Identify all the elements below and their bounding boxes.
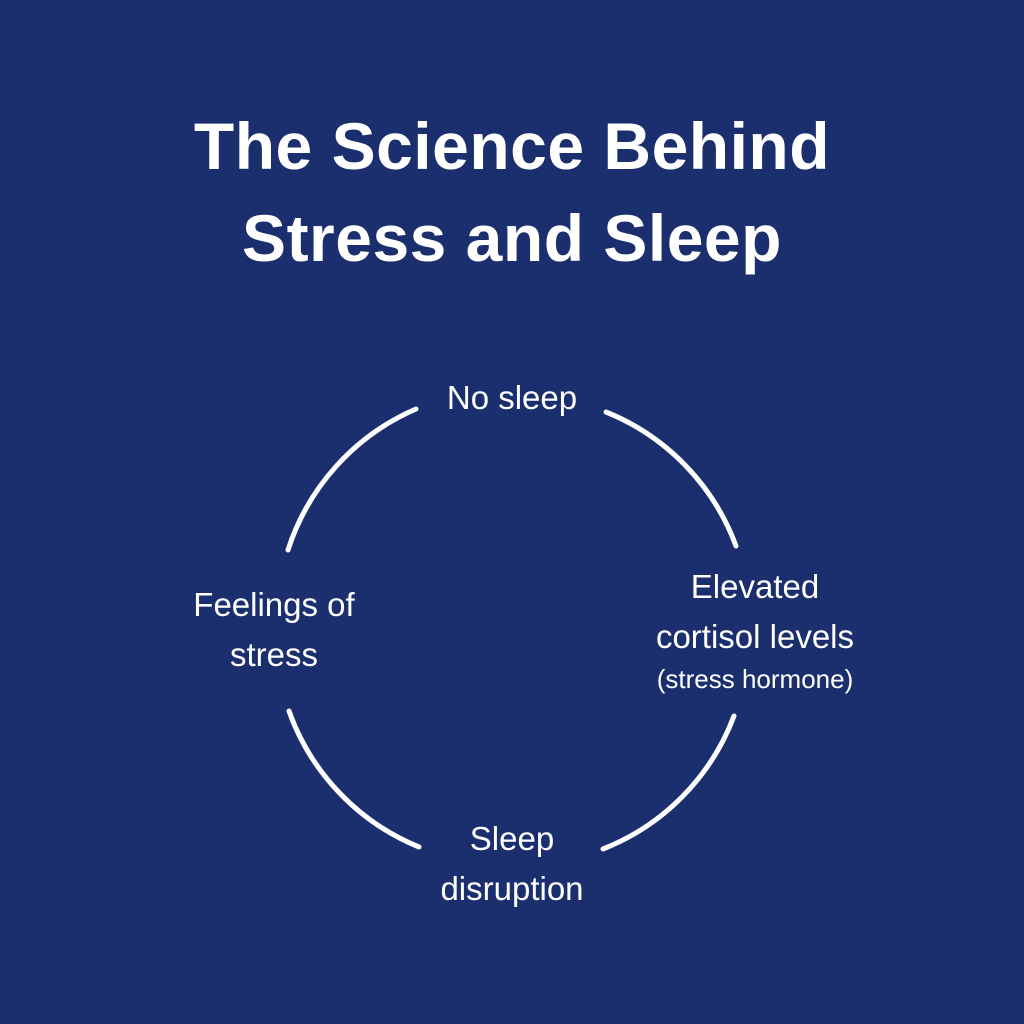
- cycle-node-no-sleep: No sleep: [362, 373, 662, 423]
- node-sublabel: (stress hormone): [656, 664, 854, 694]
- page-title: The Science Behind Stress and Sleep: [0, 100, 1024, 284]
- arc-bottom-to-left: [286, 708, 422, 850]
- node-label: Sleep: [469, 820, 555, 857]
- node-label: cortisol levels: [655, 618, 855, 655]
- arc-left-to-top: [285, 406, 419, 553]
- cycle-node-elevated-cortisol: Elevated cortisol levels (stress hormone…: [605, 562, 905, 696]
- arc-right-to-bottom: [600, 713, 737, 852]
- node-label: disruption: [440, 870, 584, 907]
- cycle-node-feelings-of-stress: Feelings of stress: [124, 580, 424, 680]
- arc-top-to-right: [603, 409, 739, 549]
- node-label: stress: [229, 636, 318, 673]
- node-label: No sleep: [446, 379, 578, 416]
- cycle-node-sleep-disruption: Sleep disruption: [362, 814, 662, 914]
- node-label: Elevated: [690, 568, 820, 605]
- title-line-1: The Science Behind: [193, 109, 831, 183]
- title-line-2: Stress and Sleep: [242, 201, 782, 275]
- node-label: Feelings of: [193, 586, 355, 623]
